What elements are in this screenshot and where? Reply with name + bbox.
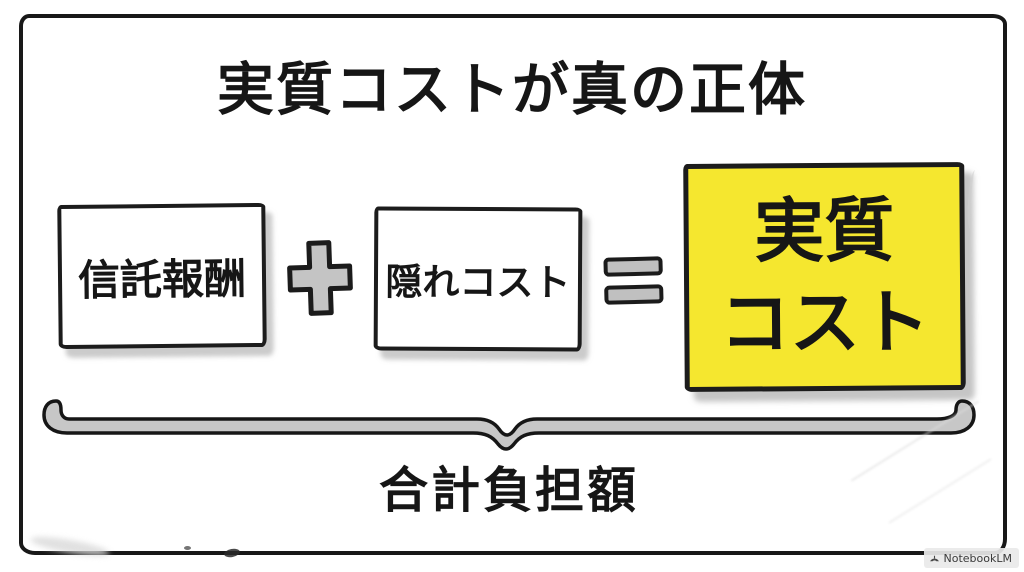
hidden-cost-box: 隠れコスト — [373, 206, 583, 352]
notebooklm-watermark: NotebookLM — [923, 548, 1019, 568]
total-burden-label: 合計負担額 — [378, 462, 639, 519]
underbrace-icon — [42, 399, 976, 451]
real-cost-box: 実質 コスト — [683, 162, 966, 392]
watermark-label: NotebookLM — [943, 551, 1012, 565]
real-cost-label: 実質 コスト — [719, 189, 931, 365]
ink-smudge — [184, 546, 191, 550]
hidden-cost-label: 隠れコスト — [385, 260, 571, 305]
trust-fee-box: 信託報酬 — [57, 202, 267, 350]
notebooklm-logo-icon — [929, 555, 939, 561]
trust-fee-label: 信託報酬 — [77, 253, 247, 305]
equals-icon — [603, 256, 664, 305]
page-title: 実質コストが真の正体 — [217, 57, 807, 123]
plus-icon — [287, 240, 353, 316]
